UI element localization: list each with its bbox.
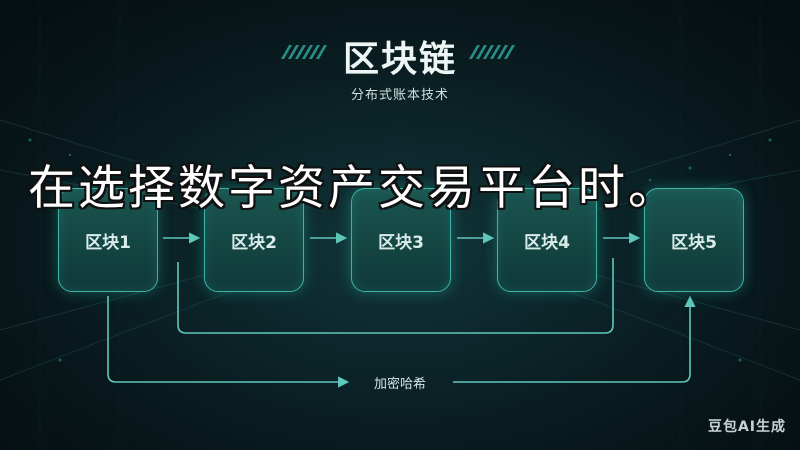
block-node-2: 区块2 [204,188,304,292]
block-node-1: 区块1 [58,188,158,292]
diagram-title: 区块链 [342,39,457,80]
diagram-subtitle: 分布式账本技术 [350,88,449,103]
block-node-4: 区块4 [497,188,597,292]
overlay-caption: 在选择数字资产交易平台时。 [28,161,678,216]
watermark: 豆包AI生成 [707,419,786,435]
block-label: 区块1 [85,232,131,253]
block-label: 区块2 [231,232,277,253]
block-label: 区块4 [524,232,570,253]
block-label: 区块3 [378,232,424,253]
hash-label: 加密哈希 [373,377,426,392]
block-node-3: 区块3 [351,188,451,292]
block-label: 区块5 [671,232,717,253]
block-node-5: 区块5 [644,188,744,292]
